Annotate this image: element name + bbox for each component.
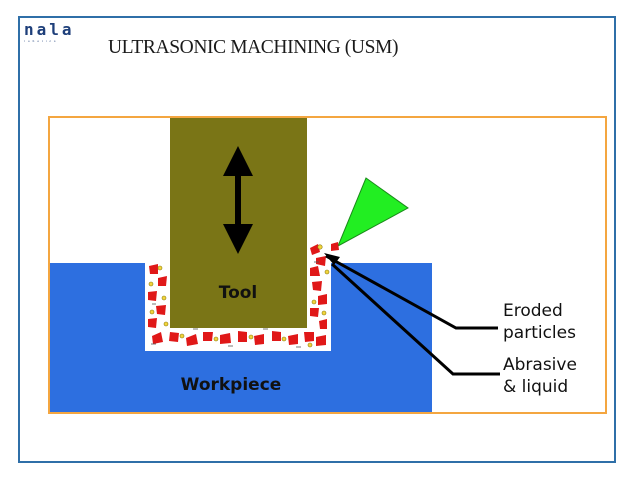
abrasive-particles (148, 242, 339, 346)
tool-motion-arrow (223, 146, 253, 254)
liquid-marks (151, 261, 319, 348)
usm-diagram-svg: Tool Workpiece Eroded particles Abrasive… (48, 116, 607, 414)
logo: nala robotics (24, 20, 75, 44)
pointer-lines (325, 254, 500, 376)
abrasive-label-line2: & liquid (503, 377, 568, 397)
abrasive-grains (148, 244, 330, 348)
tool-label: Tool (219, 283, 258, 303)
logo-wordmark: nala (24, 20, 75, 39)
slide-frame (18, 16, 616, 463)
usm-diagram: Tool Workpiece Eroded particles Abrasive… (48, 116, 608, 421)
eroded-label-line1: Eroded (503, 301, 563, 321)
eroded-label-line2: particles (503, 323, 576, 343)
abrasive-label-line1: Abrasive (503, 355, 577, 375)
workpiece-label: Workpiece (181, 375, 282, 395)
logo-subtext: robotics (24, 39, 59, 43)
eroded-pointer (325, 254, 498, 330)
slurry-nozzle (337, 177, 409, 248)
abrasive-pointer (330, 262, 500, 376)
eroded-pointer-head (324, 253, 340, 265)
slide-title: ULTRASONIC MACHINING (USM) (108, 37, 399, 58)
workpiece (50, 263, 432, 412)
